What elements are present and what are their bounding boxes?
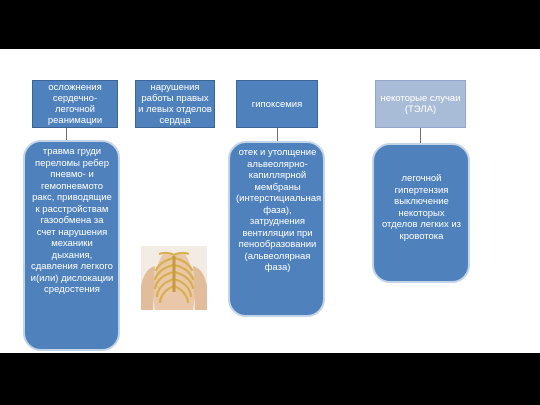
header-cpr-complications: осложнения сердечно-легочной реанимации <box>32 80 118 128</box>
connector-line <box>277 128 278 141</box>
list-item: затруднения вентиляции при пенообразован… <box>236 216 319 274</box>
list-item-text: затруднения вентиляции при пенообразован… <box>238 216 317 273</box>
list-item-text: легочной гипертензия <box>394 173 449 196</box>
header-hypoxemia: гипоксемия <box>236 80 318 128</box>
rib-cage-icon <box>141 246 207 310</box>
header-label: некоторые случаи (ТЭЛА) <box>380 93 461 115</box>
list-item-text: переломы ребер <box>35 157 109 169</box>
pill-cpr-complications: травма груди переломы ребер пневмо- и ге… <box>23 140 120 351</box>
header-heart-dysfunction: нарушения работы правых и левых отделов … <box>135 80 215 128</box>
list-item-text: пневмо- и гемопневмото ракс, приводящие … <box>30 169 114 295</box>
connector-line <box>420 128 421 143</box>
header-pe-cases: некоторые случаи (ТЭЛА) <box>375 80 466 128</box>
list-item: переломы ребер <box>30 158 114 170</box>
connector-line <box>66 128 67 140</box>
header-label: нарушения работы правых и левых отделов … <box>138 82 212 126</box>
list-item: отек и утолщение альвеолярно-капиллярной… <box>236 147 322 216</box>
list-item-text: травма груди <box>42 146 102 157</box>
chest-injury-image <box>141 246 207 310</box>
pill-pe-cases: легочной гипертензия выключение некоторы… <box>372 143 470 283</box>
list-item: травма груди <box>30 146 114 158</box>
slide: осложнения сердечно-легочной реанимации … <box>0 49 540 353</box>
list-item-text: выключение некоторых отделов легких из к… <box>381 196 462 242</box>
list-item-text: отек и утолщение альвеолярно-капиллярной… <box>236 147 322 216</box>
header-label: гипоксемия <box>251 98 303 110</box>
pill-hypoxemia: отек и утолщение альвеолярно-капиллярной… <box>228 141 325 317</box>
list-item: легочной гипертензия <box>380 173 463 196</box>
list-item: выключение некоторых отделов легких из к… <box>380 196 463 242</box>
list-item: пневмо- и гемопневмото ракс, приводящие … <box>30 169 114 296</box>
header-label: осложнения сердечно-легочной реанимации <box>47 82 103 126</box>
